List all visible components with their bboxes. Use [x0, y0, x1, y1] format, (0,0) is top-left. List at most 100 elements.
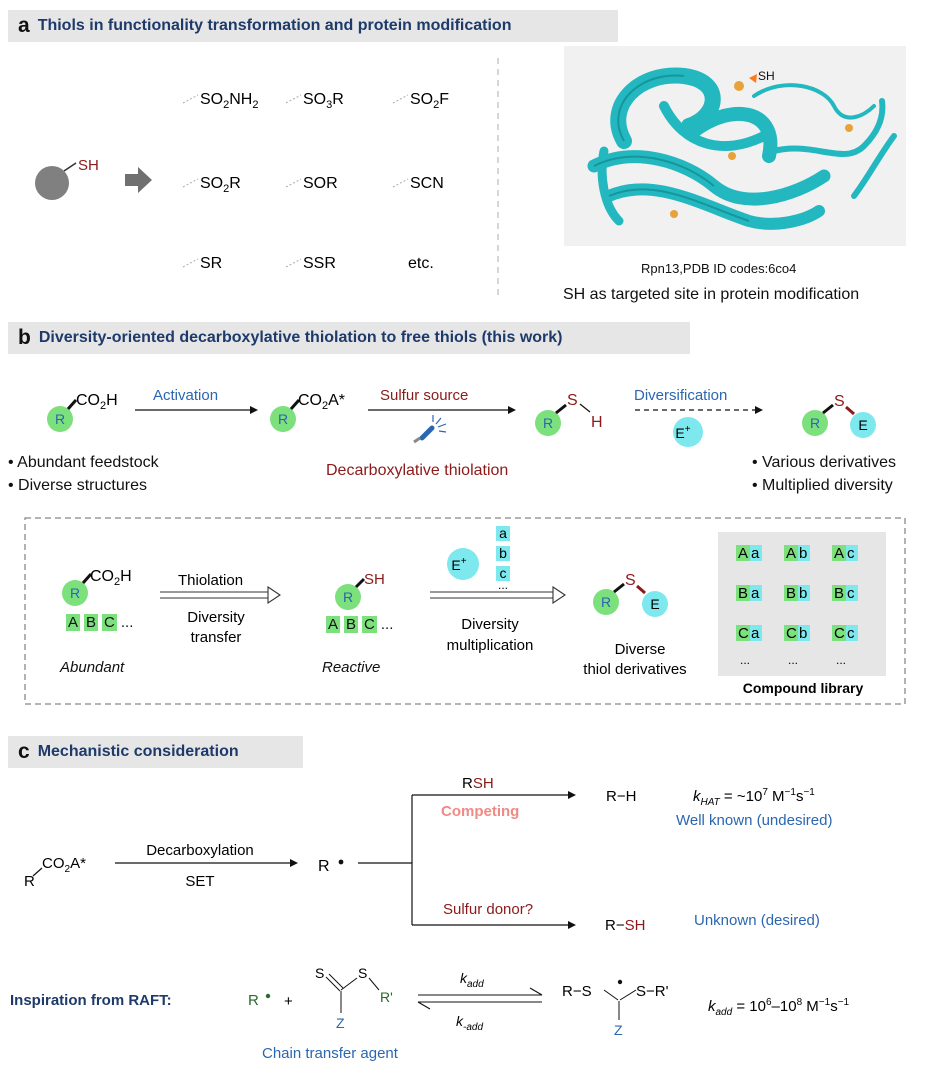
- diversity-transfer-l1: Diversity: [187, 609, 245, 626]
- library-entry-cap: C: [738, 625, 749, 642]
- group-so2r: SO2R: [200, 175, 241, 195]
- group-so3r: SO3R: [303, 91, 344, 111]
- bullets-left-1: • Abundant feedstock: [8, 454, 159, 471]
- box-thiol: R SH: [335, 571, 385, 610]
- panel-c-title: Mechanistic consideration: [37, 743, 239, 760]
- thiol-derivative: R S E: [802, 393, 876, 438]
- svg-text:R−S: R−S: [562, 983, 592, 1000]
- branch-lines: [358, 794, 568, 926]
- sulfur-source-label: Sulfur source: [380, 387, 468, 404]
- svg-text:S: S: [567, 392, 578, 409]
- box-electrophile: [447, 548, 479, 580]
- bond-line: [63, 162, 77, 172]
- library-entry-cap: B: [738, 585, 748, 602]
- library-low-bg: [846, 545, 858, 561]
- svg-text:H: H: [591, 414, 603, 431]
- group-ssr: SSR: [303, 255, 336, 272]
- panel-a-title: Thiols in functionality transformation a…: [37, 17, 512, 34]
- library-more-dots: ...: [740, 653, 750, 667]
- compound-library-title: Compound library: [743, 680, 864, 696]
- group-etc: etc.: [408, 255, 434, 272]
- bullets-right-1: • Various derivatives: [752, 454, 897, 471]
- svg-text:S−R': S−R': [636, 983, 669, 1000]
- library-cap-bg: [736, 545, 750, 561]
- bullets-right-2: • Multiplied diversity: [752, 477, 893, 494]
- library-cap-bg: [784, 545, 798, 561]
- library-entry-cap: A: [834, 545, 844, 562]
- svg-text:R: R: [543, 415, 553, 431]
- box-derivative: R S E: [593, 572, 668, 617]
- set-label: SET: [185, 873, 214, 890]
- multiplication-arrow: [430, 585, 566, 605]
- khat-label: kHAT = ~107 M−1s−1: [693, 787, 815, 808]
- protein-subcaption: SH as targeted site in protein modificat…: [563, 286, 860, 303]
- svg-text:R: R: [810, 415, 820, 431]
- library-cap-bg: [784, 585, 798, 601]
- svg-text:S: S: [315, 965, 324, 981]
- group-sor: SOR: [303, 175, 338, 192]
- panel-b-scheme: R CO2H Activation R CO2A* Sulfur source …: [24, 387, 906, 705]
- bullets-left-2: • Diverse structures: [8, 477, 147, 494]
- library-entry-cap: C: [834, 625, 845, 642]
- panel-a-letter: a: [18, 14, 30, 37]
- svg-text:CO2H: CO2H: [76, 392, 118, 412]
- acid-substrate: R CO2H: [47, 392, 118, 432]
- protein-structure-image: SH: [564, 46, 906, 246]
- rsh-product: R−SH: [605, 917, 645, 934]
- library-more-dots: ...: [788, 653, 798, 667]
- decarboxylation-label: Decarboxylation: [146, 842, 254, 859]
- svg-text:E: E: [858, 417, 867, 433]
- library-entry-cap: B: [834, 585, 844, 602]
- library-entry-cap: C: [786, 625, 797, 642]
- library-entry-low: b: [799, 545, 807, 562]
- library-low-bg: [798, 625, 810, 641]
- well-known-label: Well known (undesired): [676, 812, 832, 829]
- svg-text:Z: Z: [614, 1022, 623, 1038]
- box-abundant-label: Abundant: [60, 659, 125, 676]
- library-cap-bg: [736, 585, 750, 601]
- library-entry-low: a: [751, 625, 760, 642]
- group-so2nh2: SO2NH2: [200, 91, 258, 111]
- raft-r-radical: R: [248, 992, 259, 1009]
- light-icon: [413, 415, 447, 444]
- protein-caption: Rpn13,PDB ID codes:6co4: [641, 261, 797, 276]
- svg-text:SH: SH: [364, 571, 385, 588]
- group-sr: SR: [200, 255, 222, 272]
- kadd-reverse: k-add: [456, 1013, 483, 1033]
- c-co2a-label: CO2A*: [42, 855, 86, 875]
- svg-text:R: R: [278, 411, 288, 427]
- activation-label: Activation: [153, 387, 218, 404]
- library-low-bg: [798, 545, 810, 561]
- raft-adduct: R−S S−R' Z: [562, 979, 669, 1038]
- box-acid: R CO2H: [62, 568, 132, 606]
- free-thiol: R S H: [535, 392, 603, 436]
- rsh-label: RSH: [462, 775, 494, 792]
- svg-text:R: R: [343, 589, 353, 605]
- c-r-label: R: [24, 873, 35, 890]
- svg-text:CO2A*: CO2A*: [298, 392, 345, 412]
- thiol-sh-label: SH: [78, 157, 99, 174]
- group-so2f: SO2F: [410, 91, 449, 111]
- svg-text:R: R: [70, 585, 80, 601]
- diverse-derivs-l2: thiol derivatives: [583, 661, 686, 678]
- panel-a-scheme: SH SO2NH2 SO3R SO2F SO2R SOR SCN SR SSR …: [35, 58, 499, 298]
- group-scn: SCN: [410, 175, 444, 192]
- kadd-forward: kadd: [460, 970, 484, 990]
- library-low-bg: [750, 625, 762, 641]
- library-entry-low: c: [847, 625, 855, 642]
- svg-text:E+: E+: [451, 556, 466, 573]
- equilibrium-arrows: [417, 987, 543, 1010]
- unknown-label: Unknown (desired): [694, 912, 820, 929]
- panel-c-header: c Mechanistic consideration: [8, 736, 303, 768]
- chain-transfer-label: Chain transfer agent: [262, 1045, 399, 1062]
- radical-dot: [338, 859, 344, 865]
- svg-text:...: ...: [498, 578, 508, 592]
- chain-transfer-agent: S S R' Z: [315, 965, 393, 1031]
- svg-text:S: S: [358, 965, 367, 981]
- svg-text:R: R: [601, 594, 611, 610]
- thiolation-arrow: [160, 585, 281, 605]
- svg-text:b: b: [499, 545, 507, 561]
- panel-b-title: Diversity-oriented decarboxylative thiol…: [38, 329, 563, 346]
